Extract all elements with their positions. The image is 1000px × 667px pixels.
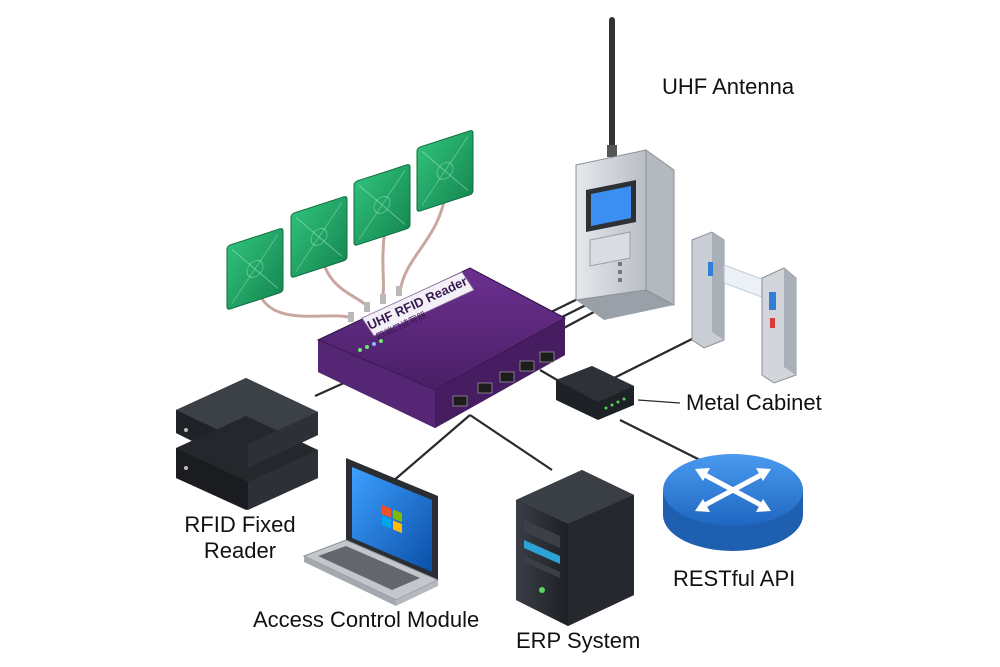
cable-erp	[469, 414, 553, 471]
cable-router	[619, 419, 701, 461]
label-uhf-antenna: UHF Antenna	[662, 74, 795, 99]
server-tower-icon	[516, 470, 634, 626]
label-rfid-fixed-reader-line1: RFID Fixed	[184, 512, 296, 537]
network-switch-icon	[556, 366, 634, 420]
stacked-server-icon	[176, 378, 318, 510]
label-rfid-fixed-reader-line2: Reader	[203, 538, 277, 563]
antenna-panel-icon	[226, 130, 474, 310]
router-icon	[663, 454, 803, 551]
cable-laptop	[384, 414, 471, 489]
label-rfid-fixed-reader: RFID Fixed Reader	[175, 512, 305, 564]
cable-gate	[609, 334, 701, 381]
metal-cabinet-icon	[575, 17, 675, 320]
cables	[314, 291, 701, 489]
label-access-control-module: Access Control Module	[253, 607, 480, 632]
label-metal-cabinet: Metal Cabinet	[686, 390, 822, 415]
rfid-reader-box	[316, 267, 567, 428]
turnstile-icon	[691, 231, 797, 384]
cable-label-switch	[637, 399, 681, 404]
label-restful-api: RESTful API	[673, 566, 796, 591]
windows-logo-icon	[382, 505, 402, 534]
laptop-icon	[302, 458, 440, 606]
label-erp-system: ERP System	[516, 628, 641, 653]
